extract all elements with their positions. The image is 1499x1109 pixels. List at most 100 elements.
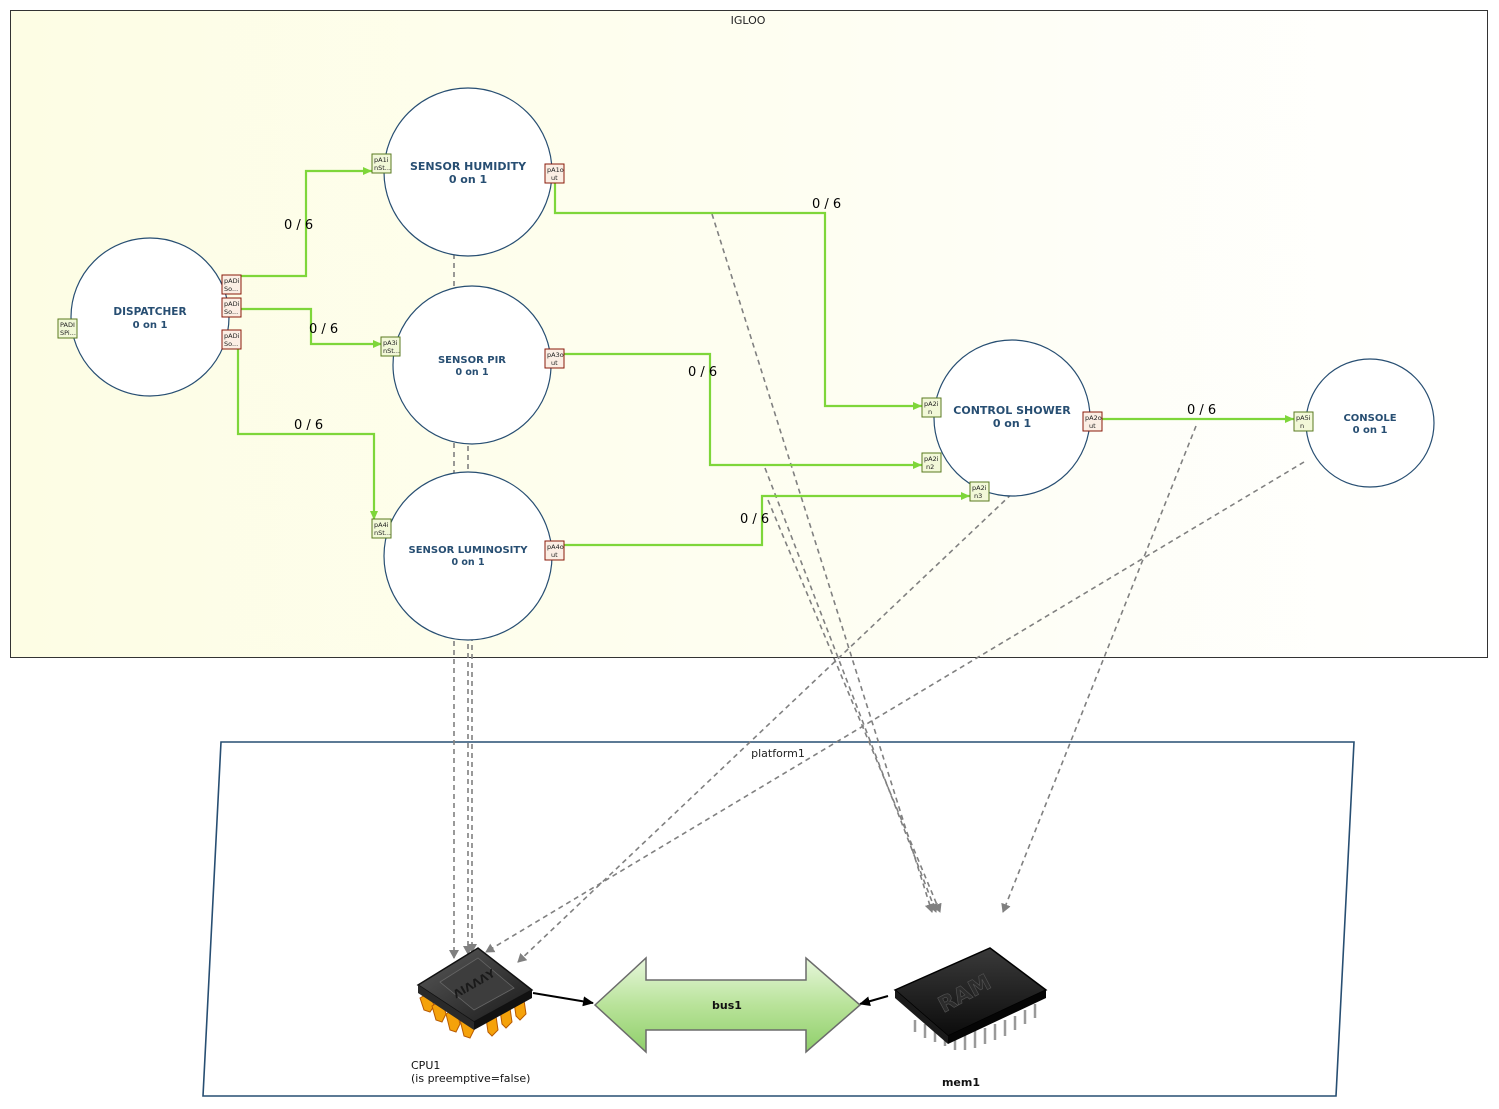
channel-disp-pir <box>241 307 382 348</box>
port-humidity-in[interactable]: pA1i nSt... <box>371 153 392 174</box>
port-label: So... <box>224 340 238 348</box>
port-label: pADi <box>224 277 240 285</box>
task-console-sub: 0 on 1 <box>1353 425 1388 436</box>
ram-icon: RAM <box>893 947 1048 1050</box>
port-pir-out[interactable]: pA3o ut <box>544 348 565 369</box>
task-control-shower-sub: 0 on 1 <box>993 417 1031 430</box>
task-pir[interactable]: SENSOR PIR 0 on 1 <box>392 285 552 445</box>
port-label: n <box>928 408 932 416</box>
port-label: pADi <box>224 332 240 340</box>
port-dispatcher-out3[interactable]: pADi So... <box>221 329 242 350</box>
port-label: pA3i <box>383 339 398 347</box>
port-dispatcher-in[interactable]: PADI SPi... <box>57 318 78 339</box>
port-label: pA3o <box>547 351 564 359</box>
port-label: pA2i <box>924 455 939 463</box>
port-humidity-out[interactable]: pA1o ut <box>544 163 565 184</box>
port-label: nSt... <box>374 529 391 537</box>
port-label: pA4o <box>547 543 564 551</box>
port-label: nSt... <box>383 347 400 355</box>
channel-label-shower-console: 0 / 6 <box>1187 403 1216 418</box>
task-humidity-name: SENSOR HUMIDITY <box>410 160 527 173</box>
task-luminosity-name: SENSOR LUMINOSITY <box>409 545 529 556</box>
mapping-chan4-mem <box>1001 425 1197 913</box>
task-luminosity[interactable]: SENSOR LUMINOSITY 0 on 1 <box>383 471 553 641</box>
task-pir-name: SENSOR PIR <box>438 355 506 366</box>
bus-arrow-icon <box>593 956 862 1054</box>
channel-label-hum-shower: 0 / 6 <box>812 197 841 212</box>
port-shower-out[interactable]: pA2o ut <box>1082 411 1103 432</box>
port-label: pA2o <box>1085 414 1102 422</box>
port-label: ut <box>551 551 558 559</box>
mapping-console-cpu <box>485 461 1305 953</box>
channel-lum-shower <box>564 492 970 547</box>
memory[interactable]: RAM mem1 <box>893 947 1048 1089</box>
mapping-chan1-mem <box>711 213 935 913</box>
port-label: pA2i <box>924 400 939 408</box>
mapping-chan2-mem <box>764 467 938 913</box>
port-label: ut <box>551 174 558 182</box>
platform-title: platform1 <box>751 747 805 760</box>
task-console-name: CONSOLE <box>1343 413 1396 424</box>
mapping-shower-cpu <box>517 487 1019 963</box>
port-label: So... <box>224 285 238 293</box>
channels <box>236 167 1294 547</box>
task-console[interactable]: CONSOLE 0 on 1 <box>1305 358 1435 488</box>
port-shower-in[interactable]: pA2i n <box>921 397 942 418</box>
mapping-chan3-mem <box>767 499 942 913</box>
cpu-detail: (is preemptive=false) <box>411 1072 530 1085</box>
task-pir-sub: 0 on 1 <box>455 367 488 378</box>
port-luminosity-in[interactable]: pA4i nSt... <box>371 518 392 539</box>
channel-label-pir-shower: 0 / 6 <box>688 365 717 380</box>
task-humidity-sub: 0 on 1 <box>449 173 487 186</box>
channel-disp-hum <box>241 167 372 278</box>
channel-label-disp-hum: 0 / 6 <box>284 218 313 233</box>
port-label: So... <box>224 308 238 316</box>
port-label: pA4i <box>374 521 389 529</box>
port-label: ut <box>1089 422 1096 430</box>
task-control-shower-name: CONTROL SHOWER <box>953 404 1071 417</box>
task-control-shower[interactable]: CONTROL SHOWER 0 on 1 <box>933 339 1091 497</box>
port-label: pADi <box>224 300 240 308</box>
port-pir-in[interactable]: pA3i nSt... <box>380 336 401 357</box>
port-dispatcher-out2[interactable]: pADi So... <box>221 297 242 318</box>
channel-label-disp-pir: 0 / 6 <box>309 322 338 337</box>
link-mem-bus <box>859 995 889 1007</box>
port-label: pA5i <box>1296 414 1311 422</box>
igloo-container[interactable]: IGLOO <box>10 10 1488 658</box>
port-dispatcher-out1[interactable]: pADi So... <box>221 274 242 295</box>
port-label: n <box>1300 422 1304 430</box>
cpu-icon: ΛΙΛΛΛΥ <box>416 947 534 1039</box>
channel-pir-shower <box>564 352 922 469</box>
port-shower-in2[interactable]: pA2i n2 <box>921 452 942 473</box>
ports: PADI SPi... pA1i nSt... pA3i nSt... pA4i… <box>57 153 1314 561</box>
channel-disp-lum <box>236 349 378 520</box>
task-luminosity-sub: 0 on 1 <box>451 557 484 568</box>
port-label: pA1i <box>374 156 389 164</box>
channel-label-lum-shower: 0 / 6 <box>740 512 769 527</box>
cpu-name: CPU1 <box>411 1059 440 1072</box>
port-label: ut <box>551 359 558 367</box>
channel-hum-shower <box>553 183 922 410</box>
bus-name: bus1 <box>712 999 742 1012</box>
channel-label-disp-lum: 0 / 6 <box>294 418 323 433</box>
channel-labels: 0 / 6 0 / 6 0 / 6 0 / 6 0 / 6 0 / 6 0 / … <box>284 197 1216 527</box>
bus[interactable]: bus1 <box>593 956 862 1054</box>
task-dispatcher-name: DISPATCHER <box>113 306 186 318</box>
port-luminosity-out[interactable]: pA4o ut <box>544 540 565 561</box>
port-label: pA1o <box>547 166 564 174</box>
tasks: DISPATCHER 0 on 1 SENSOR HUMIDITY 0 on 1… <box>70 87 1435 641</box>
cpu[interactable]: ΛΙΛΛΛΥ CPU1 (is preemptive=false) <box>411 947 534 1085</box>
port-label: pA2i <box>972 484 987 492</box>
task-dispatcher[interactable]: DISPATCHER 0 on 1 <box>70 237 230 397</box>
igloo-title: IGLOO <box>731 14 766 27</box>
link-cpu-bus <box>532 992 594 1007</box>
port-label: SPi... <box>60 329 76 337</box>
port-shower-in3[interactable]: pA2i n3 <box>969 481 990 502</box>
port-label: PADI <box>60 321 75 329</box>
task-humidity[interactable]: SENSOR HUMIDITY 0 on 1 <box>383 87 553 257</box>
port-label: n2 <box>926 463 934 471</box>
port-label: nSt... <box>374 164 391 172</box>
mem-name: mem1 <box>942 1076 980 1089</box>
platform-container[interactable]: platform1 <box>202 741 1355 1097</box>
port-console-in[interactable]: pA5i n <box>1293 411 1314 432</box>
